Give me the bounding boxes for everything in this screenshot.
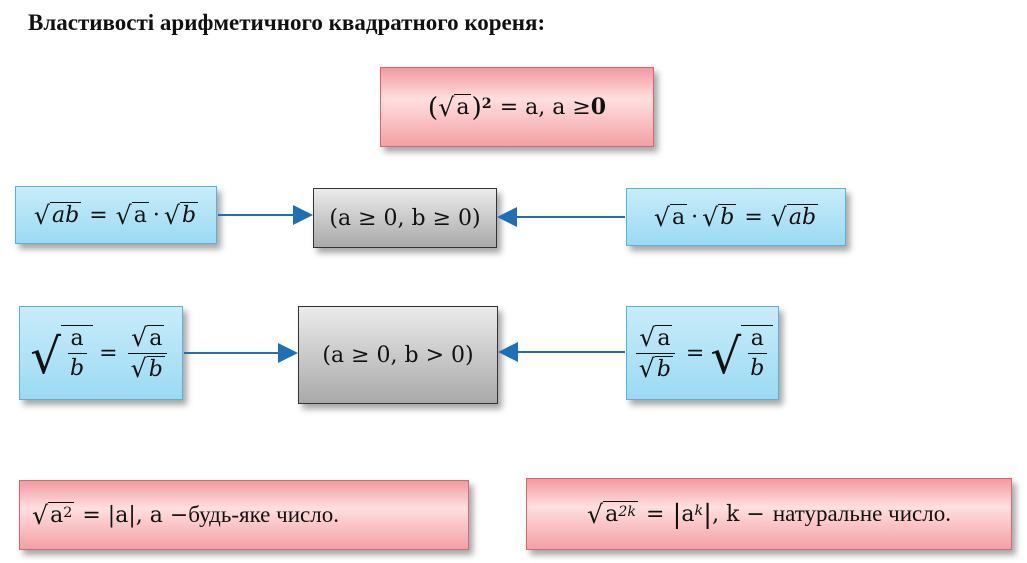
quotient-condition: (a ≥ 0, b > 0) [298, 306, 498, 404]
product-formula-right: √a · √b = √ab [626, 188, 846, 246]
square-of-root-formula: ( √a )2 = a, a ≥ 0 [380, 67, 654, 147]
radical: √a [438, 92, 472, 122]
page-title: Властивості арифметичного квадратного ко… [28, 10, 546, 35]
product-condition: (a ≥ 0, b ≥ 0) [313, 188, 497, 248]
formula-expression: ( √a )2 = a, a ≥ 0 [427, 91, 607, 123]
product-formula-left: √ab = √a · √b [15, 186, 217, 244]
